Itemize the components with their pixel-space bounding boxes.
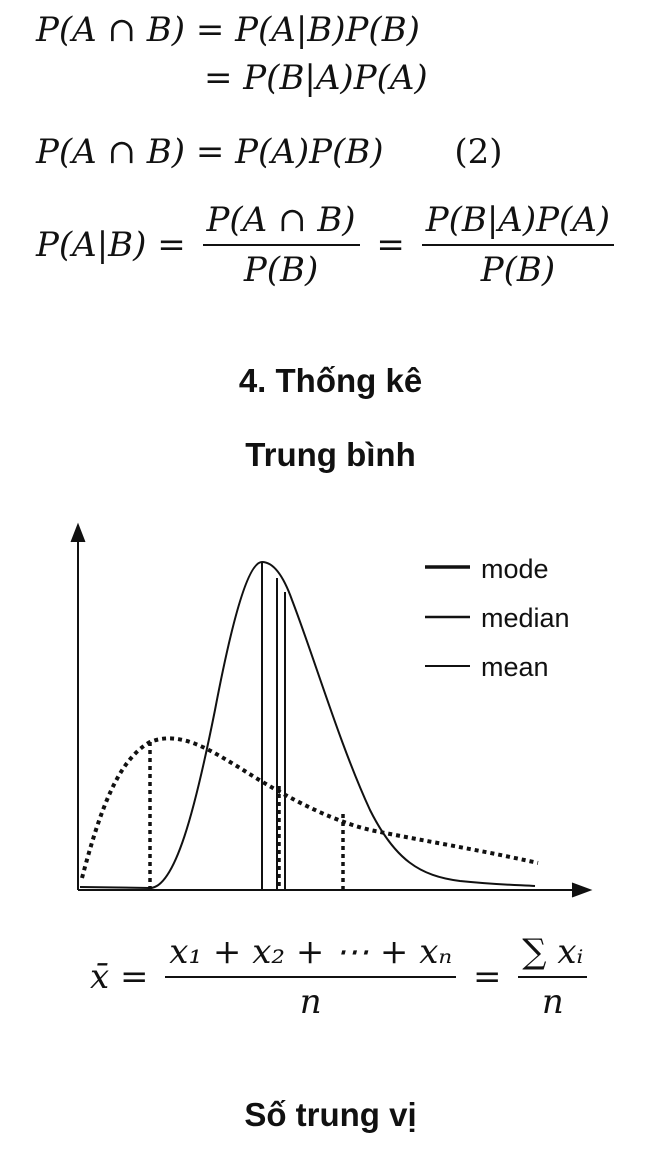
bayes-fraction-1: P(A ∩ B) P(B) <box>202 200 360 290</box>
subsection-heading-mean: Trung bình <box>245 436 416 473</box>
bayes-equals: = <box>376 225 405 265</box>
legend-label-mean: mean <box>481 652 549 682</box>
bayes-numerator-1: P(A ∩ B) <box>202 200 360 246</box>
solid-vertical-lines <box>261 562 286 890</box>
subsection-heading-median: Số trung vị <box>244 1096 417 1133</box>
mean-formula-equals: = <box>472 957 502 997</box>
bayes-lhs: P(A|B) = <box>36 225 186 265</box>
mean-numerator: x₁ + x₂ + ⋯ + xₙ <box>165 932 457 978</box>
equation-independence: P(A ∩ B) = P(A)P(B) (2) <box>36 132 503 172</box>
legend-label-mode: mode <box>481 554 549 584</box>
y-axis-arrow <box>70 522 86 543</box>
distribution-diagram: mode median mean <box>70 522 593 898</box>
bayes-denominator-1: P(B) <box>243 250 319 290</box>
sum-numerator: ∑ xᵢ <box>518 932 588 978</box>
dotted-vertical-lines <box>148 742 345 890</box>
equation-bayes: P(A|B) = P(A ∩ B) P(B) = P(B|A)P(A) P(B) <box>36 200 620 290</box>
equation-number: (2) <box>454 132 503 172</box>
equation-independence-body: P(A ∩ B) = P(A)P(B) <box>36 132 384 172</box>
dotted-distribution-curve <box>80 736 539 879</box>
bayes-denominator-2: P(B) <box>480 250 556 290</box>
legend: mode median mean <box>425 554 570 682</box>
equation-joint-line-1: P(A ∩ B) = P(A|B)P(B) <box>36 10 420 50</box>
equation-joint-line-2: = P(B|A)P(A) <box>204 58 428 98</box>
mean-denominator: n <box>299 982 322 1022</box>
bayes-fraction-2: P(B|A)P(A) P(B) <box>421 200 615 290</box>
sum-denominator: n <box>541 982 564 1022</box>
bayes-numerator-2: P(B|A)P(A) <box>421 200 615 246</box>
sum-fraction: ∑ xᵢ n <box>518 932 588 1022</box>
mean-formula: x̄ = x₁ + x₂ + ⋯ + xₙ n = ∑ xᵢ n <box>90 932 593 1022</box>
x-axis-arrow <box>571 882 593 898</box>
mean-fraction: x₁ + x₂ + ⋯ + xₙ n <box>165 932 457 1022</box>
solid-distribution-curve <box>79 560 536 890</box>
section-heading: 4. Thống kê <box>238 362 423 399</box>
axes <box>70 522 593 898</box>
mean-formula-lhs: x̄ = <box>90 957 149 997</box>
legend-label-median: median <box>481 603 570 633</box>
